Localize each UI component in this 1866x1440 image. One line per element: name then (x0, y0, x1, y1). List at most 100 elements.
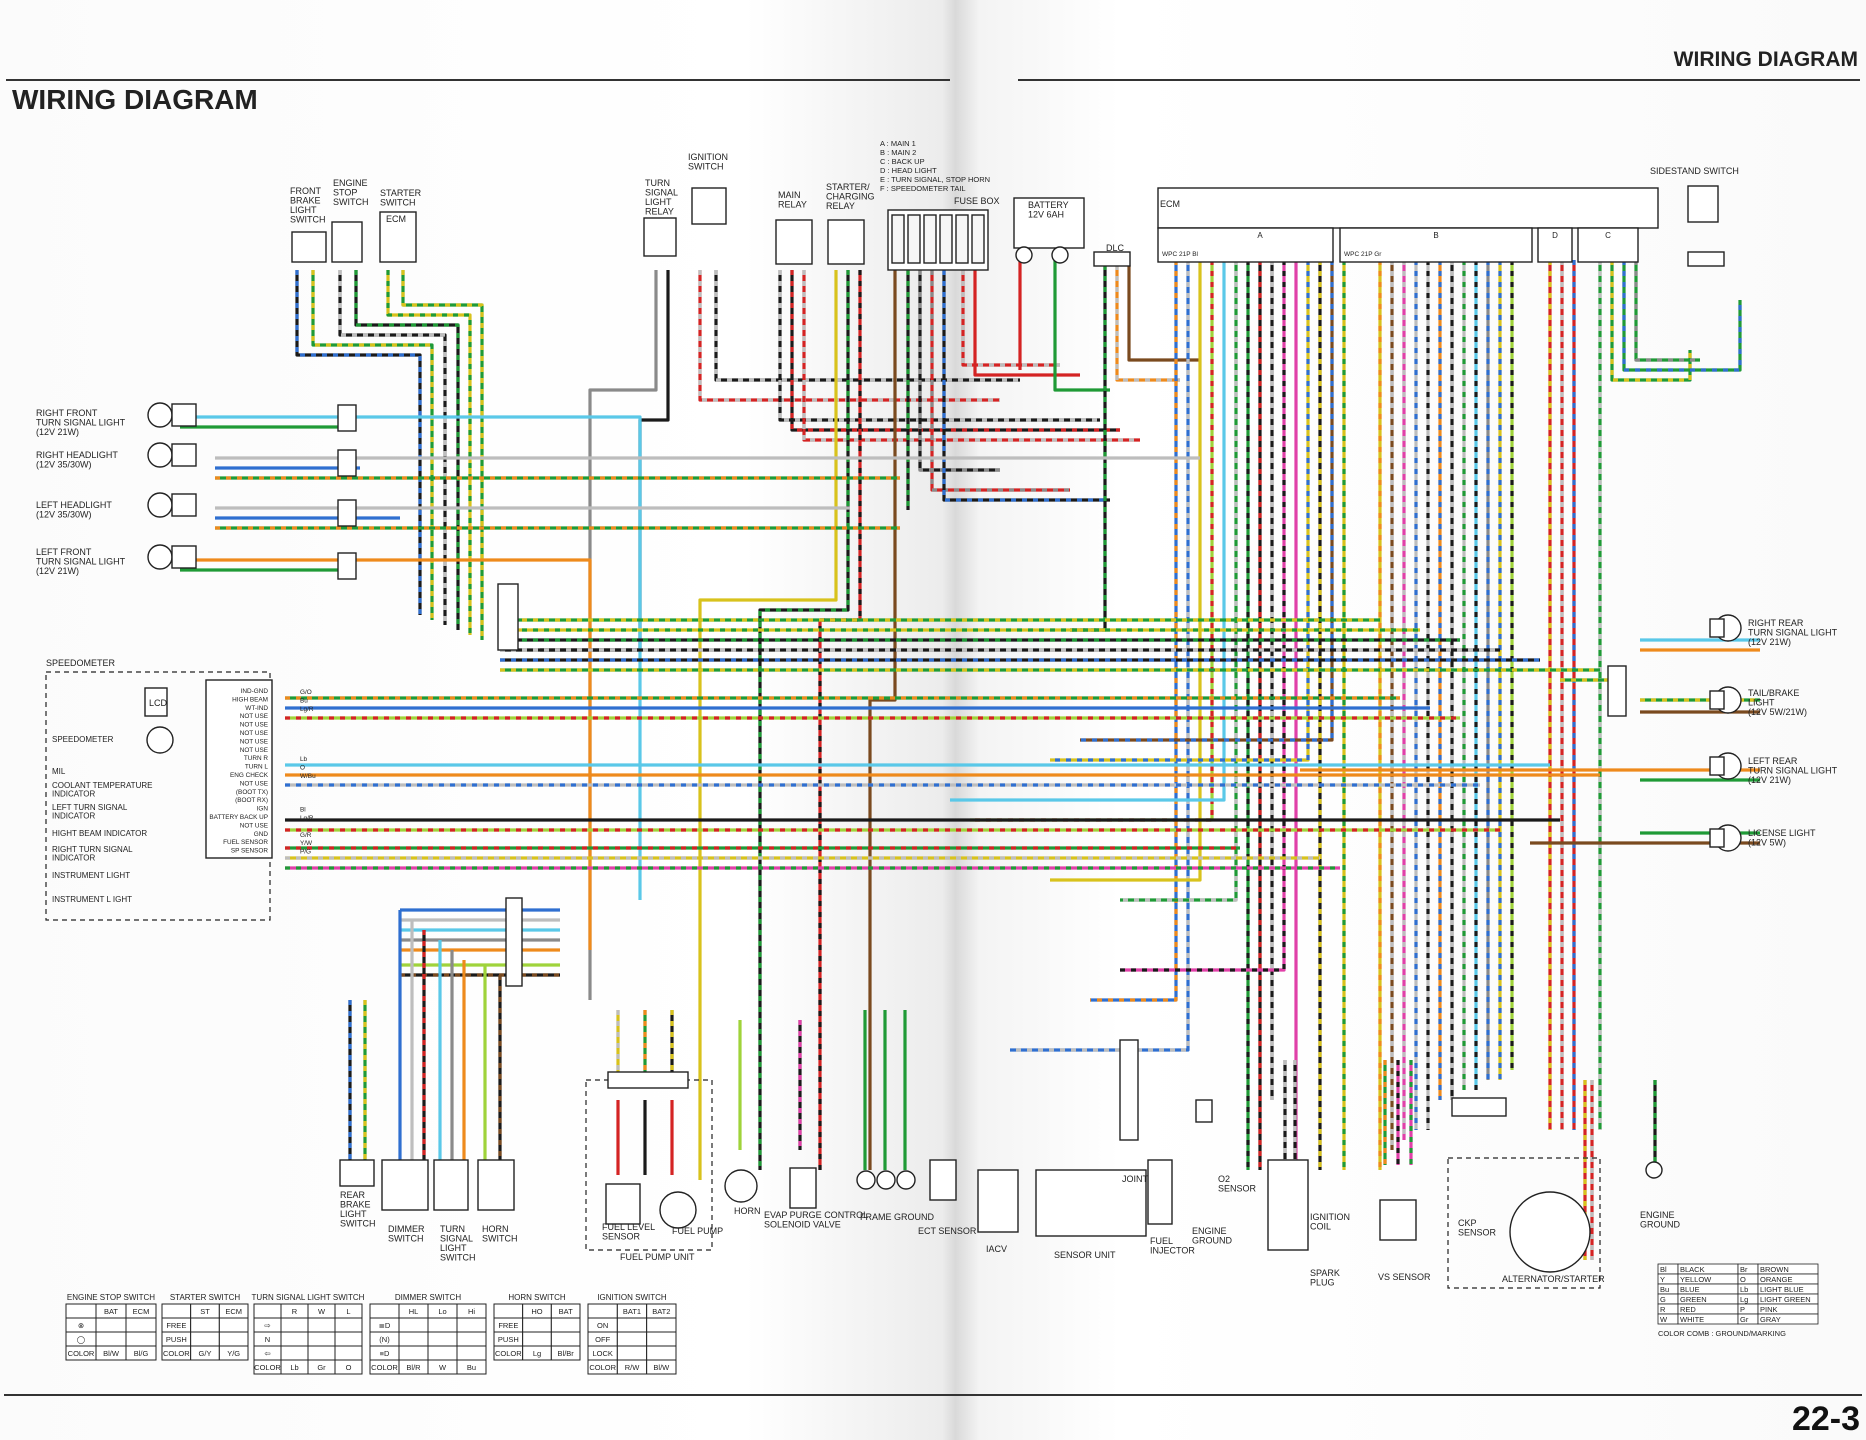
front-lamp-1 (147, 442, 173, 468)
speedometer-wire-code: Lg/R (300, 815, 314, 822)
ecm-block-c (1577, 227, 1639, 263)
wire-26 (1115, 265, 1180, 382)
switch-table-cell (398, 1345, 429, 1361)
rear-brake-switch-box (339, 1159, 375, 1187)
switch-table-text: W (439, 1363, 447, 1372)
switch-table-text: LOCK (592, 1349, 612, 1358)
color-legend-text: BLACK (1680, 1265, 1705, 1274)
rear-lamp-socket-1 (1709, 690, 1725, 710)
wire-4-stripe (386, 270, 472, 635)
battery-box (1013, 197, 1085, 249)
wire-0 (295, 270, 422, 615)
front-lamp-socket-0 (171, 403, 197, 427)
color-legend-text: Bu (1660, 1285, 1669, 1294)
front-lamp-socket-2 (171, 493, 197, 517)
page-number: 22-3 (1791, 1400, 1860, 1438)
switch-table-cell (646, 1359, 677, 1375)
wire-60 (1622, 260, 1742, 372)
switch-table-text: HL (409, 1307, 419, 1316)
color-legend-text: RED (1680, 1305, 1696, 1314)
speedometer-pin: NOT USE (240, 722, 268, 729)
wire-7 (540, 270, 670, 652)
label-iacv: IACV (986, 1244, 1007, 1254)
switch-table-cell (125, 1331, 157, 1347)
handlebar-connector (505, 897, 523, 987)
color-legend-text: PINK (1760, 1305, 1778, 1314)
switch-table-text: COLOR (589, 1363, 616, 1372)
speedometer-pin: FUEL SENSOR (223, 839, 268, 846)
color-legend-text: LIGHT GREEN (1760, 1295, 1811, 1304)
label-ect-sensor: ECT SENSOR (918, 1226, 977, 1236)
ecm-block-d-label: D (1552, 231, 1558, 240)
speedometer-pin: (BOOT TX) (236, 789, 268, 796)
fuse-legend-item: B : MAIN 2 (880, 148, 916, 157)
speedometer-wire-code: G/O (300, 689, 312, 696)
speedometer-pin: (BOOT RX) (235, 797, 268, 804)
speedometer-pin: SP SENSOR (231, 848, 269, 855)
color-legend-text: Gr (1740, 1315, 1749, 1324)
page-title-left: WIRING DIAGRAM (12, 84, 258, 115)
wire-26-stripe (1115, 265, 1180, 382)
switch-table-text: Bl/R (406, 1363, 421, 1372)
lcd-box (144, 687, 168, 717)
switch-table-cell (190, 1317, 220, 1333)
label-joint: JOINT (1122, 1174, 1149, 1184)
turn-switch-box (433, 1159, 469, 1211)
ecm-outline (1157, 187, 1659, 229)
switch-table-cell (334, 1331, 363, 1347)
wire-5 (401, 270, 484, 640)
wire-37 (1120, 260, 1286, 972)
fuse-4 (955, 214, 969, 264)
speedometer-pin: HIGH BEAM (232, 696, 268, 703)
color-legend-text: GRAY (1760, 1315, 1781, 1324)
battery-terminal-negative (1051, 246, 1069, 264)
front-lamp-0 (147, 402, 173, 428)
speedometer-item: HIGHT BEAM INDICATOR (52, 829, 147, 838)
switch-table-text: Bl/Br (558, 1349, 575, 1358)
switch-table-cell (280, 1317, 309, 1333)
switch-table-cell (161, 1303, 192, 1319)
switch-table-text: Lb (290, 1363, 298, 1372)
color-legend-text: W (1660, 1315, 1668, 1324)
switch-table-cell (427, 1331, 458, 1347)
switch-table-title: TURN SIGNAL LIGHT SWITCH (252, 1293, 365, 1302)
switch-table-text: ⇦ (264, 1349, 271, 1358)
ecm-block-a (1157, 227, 1334, 263)
switch-table-title: ENGINE STOP SWITCH (67, 1293, 155, 1302)
speedometer-pin: TURN R (244, 755, 269, 762)
switch-table-cell (427, 1345, 458, 1361)
wire-29 (1010, 260, 1190, 1052)
wire-41 (1080, 260, 1334, 742)
speedometer-wire-code: G/R (300, 832, 312, 839)
label-frame-ground: FRAME GROUND (860, 1212, 935, 1222)
engine-stop-switch-box (331, 221, 363, 263)
sidestand-switch-box (1687, 185, 1719, 223)
sidestand-connector (1687, 251, 1725, 267)
wire-2 (338, 270, 447, 625)
speedometer-pin: TURN L (245, 764, 269, 771)
wire-19-stripe (930, 270, 1070, 492)
switch-table-cell (334, 1317, 363, 1333)
wire-1 (311, 270, 434, 620)
wire-20 (942, 270, 1110, 502)
label-speedometer-box: SPEEDOMETER (46, 658, 116, 668)
fuse-1 (907, 214, 921, 264)
front-lamp-3 (147, 544, 173, 570)
switch-table-text: Bl/W (653, 1363, 670, 1372)
switch-table-text: Lo (438, 1307, 446, 1316)
speedometer-item: SPEEDOMETER (52, 735, 114, 744)
